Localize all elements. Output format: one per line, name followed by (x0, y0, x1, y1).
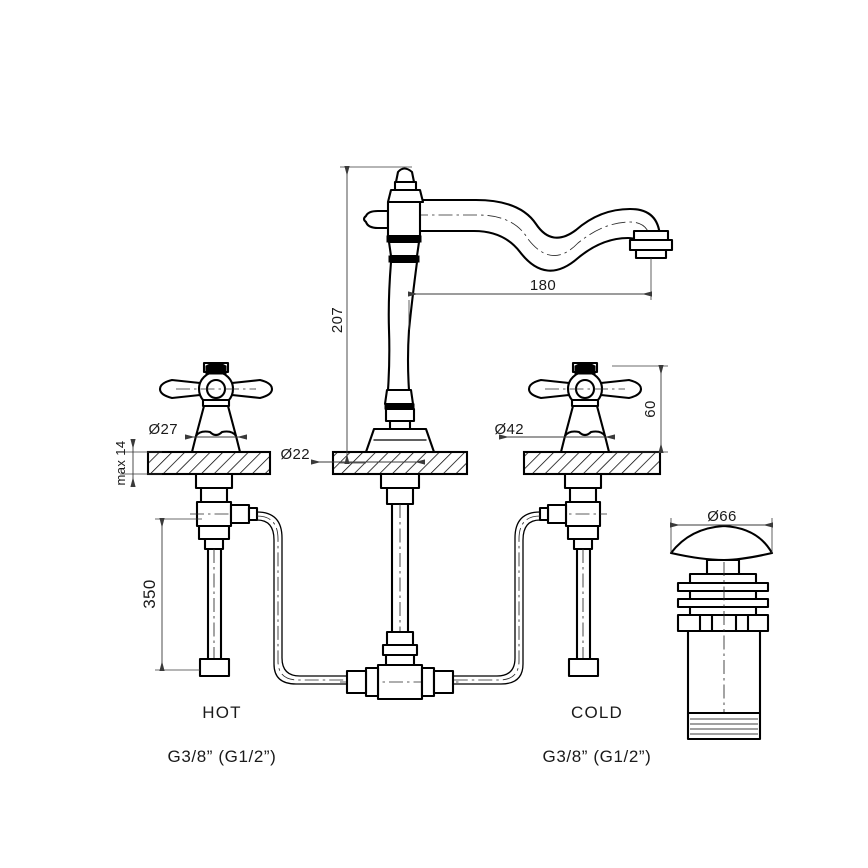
spout-shank-lower-nut (385, 630, 415, 647)
cold-hose-outer (451, 511, 541, 677)
waste-ring-5 (688, 605, 758, 617)
column-lower-bead-1 (383, 388, 415, 406)
waste-ring-3 (688, 589, 758, 601)
dim-max14-label: max 14 (113, 440, 128, 485)
cold-escutcheon-dome (559, 430, 611, 454)
hot-hose-tube (206, 547, 223, 661)
cold-mount-nut (568, 486, 598, 504)
hot-hose-inner (256, 519, 348, 685)
hot-port-label: HOT (202, 703, 241, 722)
hot-hose-centre (256, 515, 347, 681)
supply-hoses (256, 511, 541, 685)
dim-d42-label: Ø42 (494, 421, 524, 438)
tee-riser-collar (384, 653, 416, 667)
hot-mount-washer (194, 472, 234, 490)
cold-outlet-nipple (538, 506, 550, 522)
waste-ring-2 (676, 581, 770, 593)
dimension-handle-base-diameter: Ø27 (148, 421, 247, 440)
aerator-ring-2 (628, 238, 674, 252)
dimension-deck-hole-diameter: Ø22 (280, 446, 425, 465)
spout-finial (386, 167, 425, 204)
hot-outlet-elbow (229, 503, 251, 525)
dimension-spout-height: 207 (329, 166, 412, 464)
cold-hose-inner (451, 519, 541, 685)
tee-connector (340, 653, 460, 701)
dimension-handle-cross-diameter: Ø42 (494, 421, 615, 440)
spout-shank-lower-washer (381, 643, 419, 657)
dim-d66-label: Ø66 (707, 508, 737, 525)
dim-60-label: 60 (642, 400, 659, 418)
column-lower-barrel (384, 407, 416, 423)
hot-outlet-nipple (247, 506, 259, 522)
column-neck (388, 419, 412, 431)
hot-handle-collar (201, 398, 231, 408)
column-upper-barrel (386, 200, 422, 238)
tee-left-socket (364, 666, 380, 698)
dim-d22-label: Ø22 (280, 446, 310, 463)
waste-ring-1 (688, 572, 758, 585)
cold-handle-screw-cap (574, 362, 596, 375)
cold-cross-handle (527, 361, 643, 408)
waste-grate-band (676, 613, 770, 633)
cold-shank-neck (572, 537, 594, 551)
cold-port-label: COLD (571, 703, 623, 722)
cold-outlet-elbow (546, 503, 568, 525)
hot-hose-end-nut (198, 657, 231, 678)
hot-lower-nut (197, 524, 231, 541)
hot-hose-outer (256, 511, 348, 677)
dimension-max-deck-thickness: max 14 (113, 439, 162, 487)
finial-cap (394, 167, 416, 184)
countertop-left-section (146, 450, 272, 476)
aerator-ring-1 (632, 229, 670, 242)
cold-lower-nut (566, 524, 600, 541)
spout-centre-line (414, 214, 652, 256)
countertop (146, 450, 662, 476)
spout-assembly (362, 167, 674, 667)
dim-180-label: 180 (530, 277, 556, 294)
hot-cross-handle (158, 361, 274, 408)
spout-shank-nut (385, 486, 415, 506)
waste-ring-4 (676, 597, 770, 609)
dimension-spout-reach: 180 (408, 258, 652, 330)
tee-left-nut (345, 669, 368, 695)
tee-right-nut (432, 669, 455, 695)
finial-collar (393, 180, 418, 192)
dimension-waste-cap-diameter: Ø66 (670, 508, 773, 553)
waste-cap-stem (705, 558, 741, 576)
spout-aerator (628, 229, 674, 260)
aerator-ring-3 (634, 248, 668, 260)
finial-flare (386, 188, 425, 204)
side-spur-body (362, 209, 390, 230)
spout-shank-washer (379, 472, 421, 490)
dimension-hose-length: 350 (140, 518, 202, 671)
hot-shank-neck (203, 537, 225, 551)
cold-hose-centre (452, 515, 541, 681)
countertop-right-section (522, 450, 662, 476)
tee-right-socket (420, 666, 436, 698)
cold-hose-tube (575, 547, 592, 661)
waste-tailpiece (686, 711, 762, 741)
hot-handle-screw-cap (205, 362, 227, 375)
dim-d27-label: Ø27 (148, 421, 178, 438)
hot-mount-nut (199, 486, 229, 504)
dimension-handle-height: 60 (612, 365, 668, 453)
hot-escutcheon-dome (190, 430, 242, 454)
cold-thread-label: G3/8” (G1/2”) (543, 747, 652, 766)
dim-350-label: 350 (140, 579, 159, 609)
hot-valve-assembly (158, 361, 274, 678)
column-bead (387, 240, 421, 258)
cold-mount-washer (563, 472, 603, 490)
dim-207-label: 207 (329, 307, 346, 333)
cold-hose-end-nut (567, 657, 600, 678)
spout-side-spur (362, 209, 390, 230)
cold-handle-collar (570, 398, 600, 408)
hot-thread-label: G3/8” (G1/2”) (168, 747, 277, 766)
pop-up-waste (669, 524, 774, 741)
spout-tube-outer (410, 198, 662, 250)
